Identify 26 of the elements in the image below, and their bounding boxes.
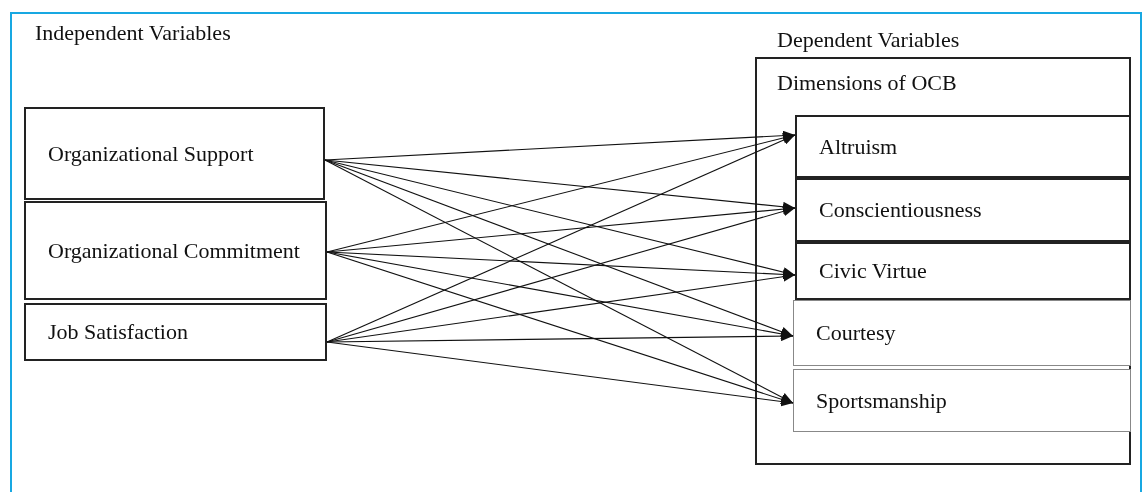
group-heading: Dependent Variables bbox=[777, 27, 960, 53]
variable-box bbox=[793, 369, 1131, 432]
variable-label: Job Satisfaction bbox=[48, 318, 189, 346]
variable-label: Conscientiousness bbox=[819, 196, 983, 224]
arrow bbox=[326, 331, 794, 343]
variable-label: Civic Virtue bbox=[819, 257, 928, 285]
variable-box bbox=[24, 107, 325, 200]
variable-box bbox=[24, 201, 327, 300]
arrow bbox=[324, 159, 794, 404]
arrow bbox=[326, 204, 796, 253]
variable-box bbox=[24, 303, 327, 361]
arrow bbox=[326, 341, 794, 407]
variable-label: Organizational Commitment bbox=[48, 236, 301, 265]
variable-label: Courtesy bbox=[816, 319, 897, 347]
variable-label: Organizational Support bbox=[48, 139, 255, 168]
variable-label: Altruism bbox=[819, 132, 899, 161]
arrow bbox=[326, 134, 796, 343]
arrow bbox=[326, 251, 794, 405]
variable-label: Sportsmanship bbox=[816, 386, 948, 415]
column-heading: Independent Variables bbox=[35, 20, 231, 46]
group-title: Dimensions of OCB bbox=[777, 69, 958, 97]
variable-box bbox=[795, 242, 1131, 300]
arrow bbox=[324, 130, 796, 161]
variable-box bbox=[793, 300, 1131, 366]
variable-box bbox=[795, 115, 1131, 178]
variable-box bbox=[795, 178, 1131, 242]
